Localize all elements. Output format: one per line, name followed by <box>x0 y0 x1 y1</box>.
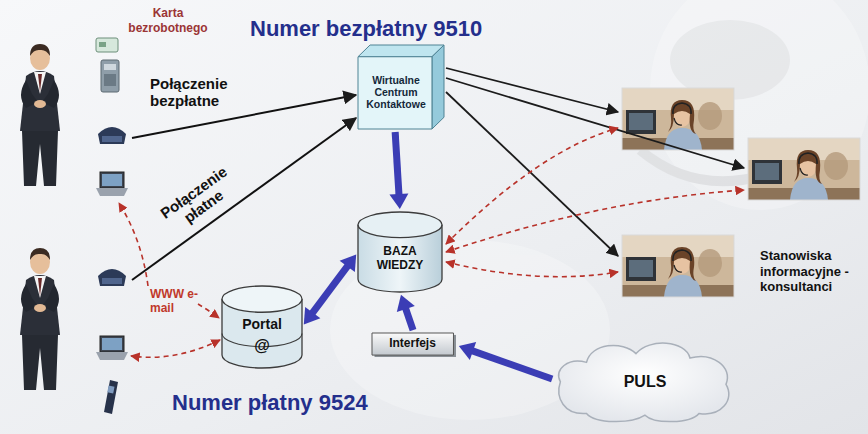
arrow-head <box>459 342 476 360</box>
consultant-photo <box>748 138 860 200</box>
payphone-icon <box>101 60 119 92</box>
consultants-caption: Stanowiska informacyjne - konsultanci <box>760 248 862 295</box>
consultant-photo <box>622 235 734 297</box>
arrow-shaft <box>405 307 413 330</box>
flow-arrow <box>389 132 408 209</box>
node-text: Wirtualne Centrum Kontaktowe <box>362 74 430 110</box>
paid-call-line <box>132 118 356 280</box>
arrow-shaft <box>312 265 349 314</box>
line-caption: Połączenie bezpłatne <box>150 76 250 110</box>
interface-box: Interfejs <box>372 333 456 357</box>
node-text: BAZA WIEDZY <box>362 244 438 273</box>
arrow-head <box>304 307 321 325</box>
arrow-head <box>340 254 357 272</box>
node-text: Interfejs <box>389 337 436 350</box>
phone-number-heading: Numer płatny 9524 <box>172 390 412 416</box>
www-leader <box>119 203 148 286</box>
channel-caption: WWW e-mail <box>150 288 198 316</box>
portal-link <box>131 340 220 357</box>
mobile-phone-icon <box>104 380 118 414</box>
desk-phone-icon <box>98 269 126 286</box>
email-leader <box>198 304 219 318</box>
portal-cylinder: Portal@ <box>222 286 302 368</box>
phone-number-heading: Numer bezpłatny 9510 <box>250 16 520 42</box>
database-cylinder: BAZA WIEDZY <box>358 212 442 292</box>
flow-arrow <box>397 295 415 330</box>
arrow-shaft <box>395 132 399 196</box>
arrow-head <box>389 193 408 209</box>
node-text: @ <box>254 336 270 357</box>
person-figure <box>20 44 60 186</box>
consultant-photo <box>622 88 734 150</box>
laptop-icon <box>96 336 128 360</box>
desk-phone-icon <box>98 127 126 144</box>
system-cloud: PULS <box>555 336 735 424</box>
card-icon <box>96 38 118 52</box>
knowledge-link <box>446 128 618 244</box>
arrow-head <box>397 295 415 312</box>
flow-arrow <box>459 342 552 379</box>
laptop-icon <box>96 172 128 196</box>
person-figure <box>20 248 60 390</box>
arrow-shaft <box>471 350 552 379</box>
knowledge-link <box>446 262 618 277</box>
call-route-line <box>446 92 618 256</box>
knowledge-link <box>446 190 744 252</box>
contact-center-box: Wirtualne Centrum Kontaktowe <box>358 45 444 129</box>
node-text: PULS <box>624 372 667 391</box>
flow-arrow <box>304 254 356 324</box>
call-route-line <box>446 68 618 112</box>
node-text: Portal <box>242 313 282 335</box>
device-caption: Karta bezrobotnego <box>122 6 214 36</box>
call-route-line <box>446 78 744 168</box>
